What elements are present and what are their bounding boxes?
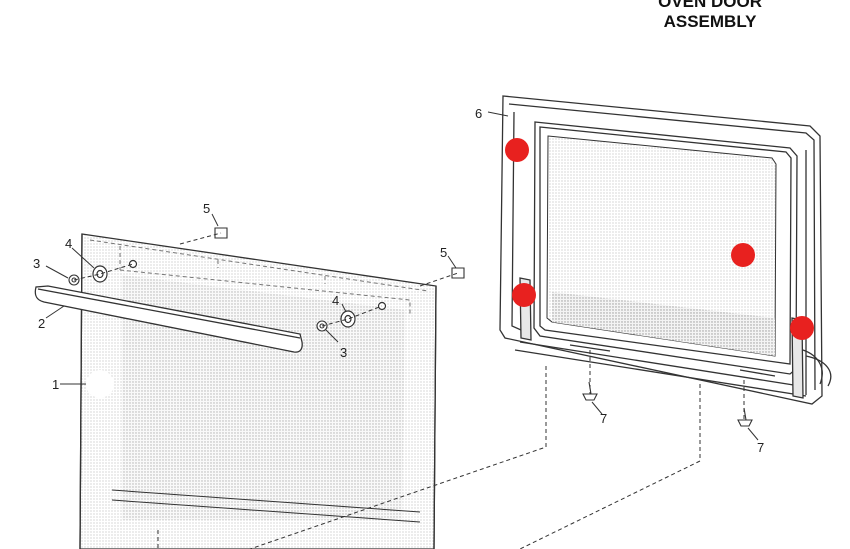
outer-door-panel — [79, 233, 437, 549]
callout-3-right: 3 — [340, 345, 347, 360]
bottom-screws — [582, 381, 753, 427]
callout-2: 2 — [38, 316, 45, 331]
callout-6: 6 — [475, 106, 482, 121]
red-marker — [731, 243, 755, 267]
callout-5-left: 5 — [203, 201, 210, 216]
highlight-blob — [86, 370, 114, 398]
callout-4-left: 4 — [65, 236, 72, 251]
door-handle — [34, 285, 303, 353]
leader-lines — [45, 111, 759, 441]
red-marker — [512, 283, 536, 307]
callout-5-right: 5 — [440, 245, 447, 260]
assembly-lines — [73, 232, 745, 549]
callout-4-right: 4 — [332, 293, 339, 308]
callout-7-left: 7 — [600, 411, 607, 426]
handle-spacers — [92, 259, 387, 328]
callout-1: 1 — [52, 377, 59, 392]
callout-3-left: 3 — [33, 256, 40, 271]
callout-labels: 1 2 3 3 4 4 5 5 6 7 7 — [33, 106, 764, 455]
title-line-1: OVEN DOOR — [658, 0, 762, 11]
top-screws — [214, 227, 465, 279]
diagram-title: OVEN DOOR ASSEMBLY — [658, 0, 762, 32]
title-line-2: ASSEMBLY — [663, 12, 757, 31]
red-markers — [505, 138, 814, 340]
red-marker — [505, 138, 529, 162]
red-marker — [790, 316, 814, 340]
callout-7-right: 7 — [757, 440, 764, 455]
inner-door-frame — [499, 95, 832, 405]
